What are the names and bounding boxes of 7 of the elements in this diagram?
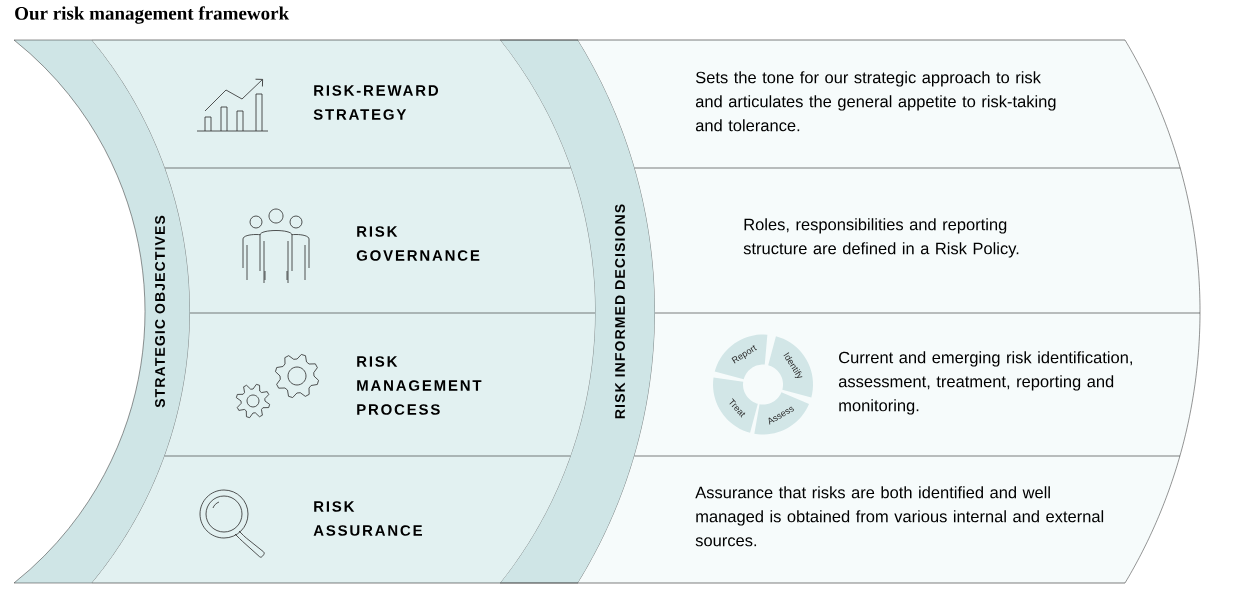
curved-band: STRATEGIC OBJECTIVES xyxy=(13,39,191,584)
curved-band: RISK INFORMED DECISIONS xyxy=(499,39,656,584)
row-title: RISK GOVERNANCE xyxy=(356,226,480,261)
row-title: RISK MANAGEMENT PROCESS xyxy=(357,356,482,415)
row-title: RISK ASSURANCE xyxy=(313,501,422,536)
row-title: RISK-REWARD STRATEGY xyxy=(313,85,439,120)
title: Our risk management framework xyxy=(15,6,290,24)
